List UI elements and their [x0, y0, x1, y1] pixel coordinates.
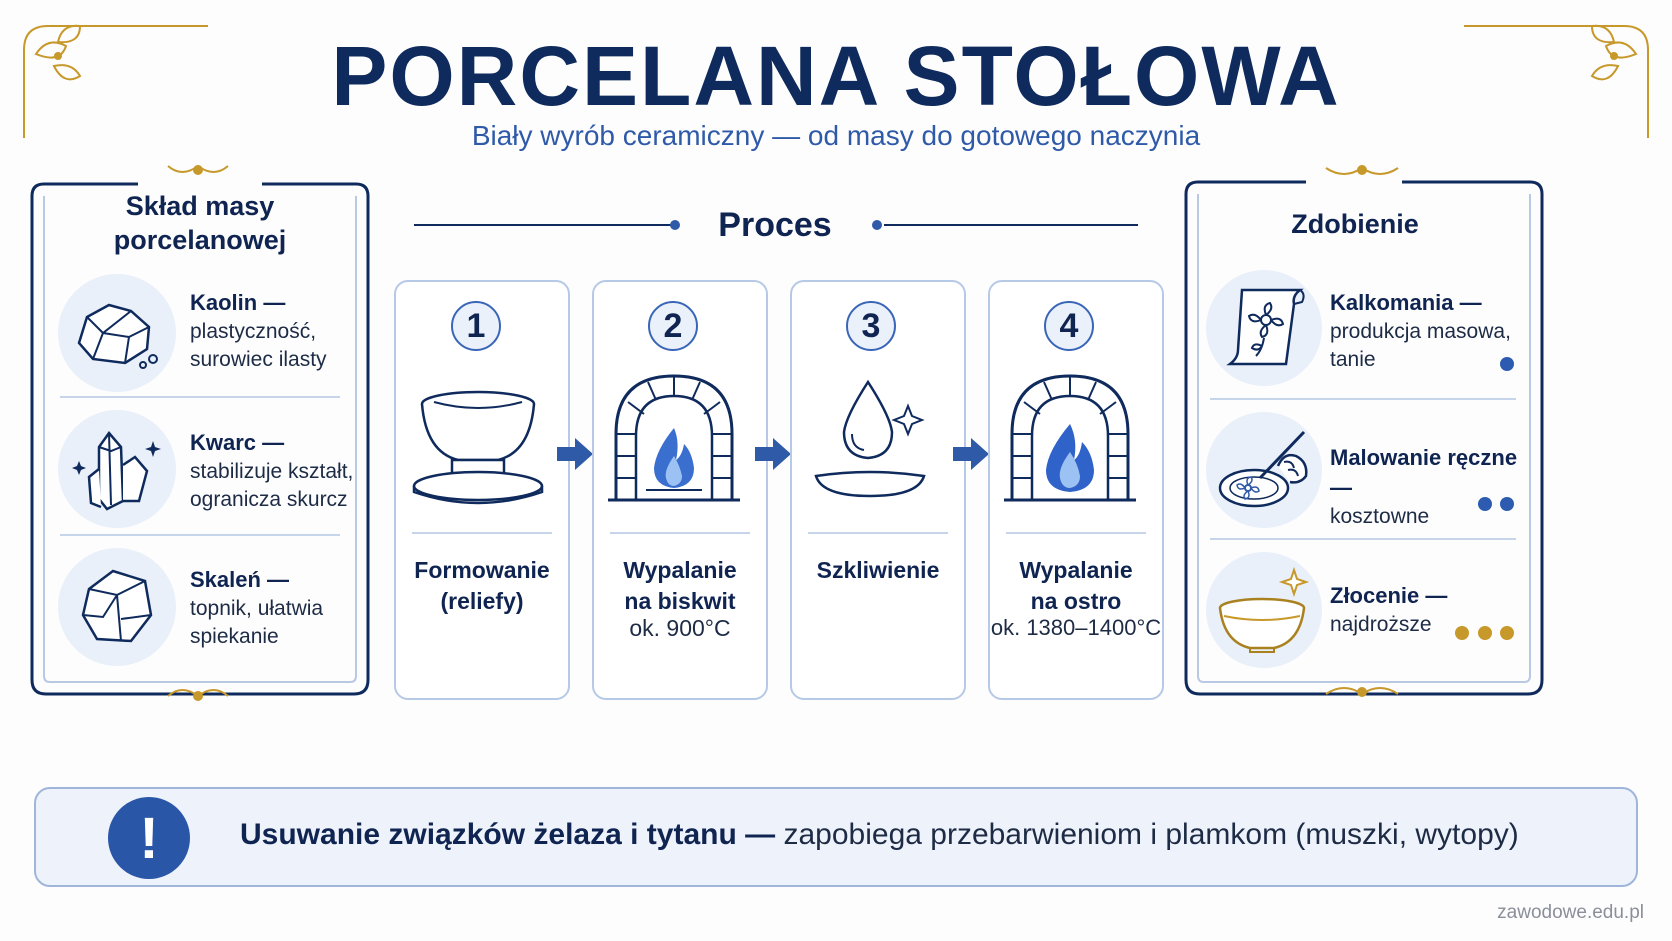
divider [1210, 538, 1516, 540]
composition-item-desc: spiekanie [190, 624, 279, 648]
composition-item-kaolin: Kaolin — plastyczność, surowiec ilasty [190, 288, 360, 374]
composition-item-desc: surowiec ilasty [190, 347, 327, 371]
divider [412, 532, 552, 534]
rock-icon [77, 303, 158, 369]
decoration-item-name: Złocenie — [1330, 583, 1448, 608]
composition-item-name: Kwarc — [190, 430, 285, 455]
composition-item-kwarc: Kwarc — stabilizuje kształt, ogranicza s… [190, 428, 360, 514]
warning-banner-desc: zapobiega przebarwieniom i plamkom (musz… [775, 818, 1519, 851]
decoration-item-desc: produkcja masowa, [1330, 319, 1511, 343]
brush-plate-icon [1218, 430, 1308, 508]
decoration-item-desc: kosztowne [1330, 504, 1430, 528]
composition-item-desc: plastyczność, [190, 319, 317, 343]
step-label-line1: Formowanie [414, 557, 550, 583]
process-title: Proces [718, 206, 832, 244]
page-title: PORCELANA STOŁOWA [331, 29, 1341, 123]
corner-ornament-left [23, 24, 208, 138]
step-label-line1: Szkliwienie [816, 557, 940, 583]
footer-site: zawodowe.edu.pl [1497, 902, 1644, 923]
crystal-icon [72, 430, 161, 511]
corner-ornament-right [1464, 24, 1649, 138]
decoration-item-malowanie: Malowanie ręczne — kosztowne [1330, 443, 1540, 531]
divider [60, 534, 340, 536]
composition-item-desc: stabilizuje kształt, [190, 459, 354, 483]
process-title-dot-right [872, 220, 882, 230]
composition-item-name: Kaolin — [190, 290, 286, 315]
divider [1210, 398, 1516, 400]
kiln-icon [1004, 374, 1136, 502]
step-label: Wypalanie na biskwit [594, 555, 766, 617]
composition-item-skalen: Skaleń — topnik, ułatwia spiekanie [190, 565, 360, 651]
step-label-line1: Wypalanie [623, 557, 737, 583]
glaze-drop-icon [814, 379, 926, 498]
composition-title-line1: Skład masy [125, 191, 275, 221]
process-title-rule-left [414, 224, 674, 226]
gold-bowl-icon [1218, 566, 1310, 653]
arrow-right-icon [557, 438, 593, 470]
composition-title-line2: porcelanowej [113, 224, 287, 255]
cost-dot [1500, 497, 1514, 511]
cost-dot [1500, 626, 1514, 640]
divider [1006, 532, 1146, 534]
composition-title: Skład masy porcelanowej [60, 190, 340, 258]
cost-dot [1478, 497, 1492, 511]
stone-icon [81, 569, 153, 643]
composition-item-skalen-icon-circle [58, 548, 176, 666]
potters-wheel-bowl-icon [412, 390, 544, 505]
kiln-icon [608, 374, 740, 502]
process-title-rule-right [884, 224, 1138, 226]
divider [60, 396, 340, 398]
step-label: Szkliwienie [792, 555, 964, 586]
step-label-line2: (reliefy) [440, 588, 524, 615]
warning-banner [34, 787, 1638, 887]
composition-item-name: Skaleń — [190, 567, 290, 592]
step-label-line1: Wypalanie [1019, 557, 1133, 583]
decoration-panel-frame [1184, 165, 1544, 697]
page-subtitle: Biały wyrób ceramiczny — od masy do goto… [471, 120, 1201, 151]
decoration-item-desc: tanie [1330, 347, 1376, 371]
decoration-title: Zdobienie [1291, 209, 1419, 239]
step-number: 3 [846, 301, 896, 351]
decoration-item-desc: najdroższe [1330, 612, 1432, 636]
composition-item-desc: ogranicza skurcz [190, 487, 348, 511]
warning-banner-text: Usuwanie związków żelaza i tytanu — zapo… [240, 818, 1519, 852]
composition-item-kwarc-icon-circle [58, 410, 176, 528]
exclamation-icon: ! [108, 797, 190, 879]
decoration-item-zlocenie-icon-circle [1206, 552, 1322, 668]
step-number: 2 [648, 301, 698, 351]
composition-item-kaolin-icon-circle [58, 274, 176, 392]
arrow-right-icon [755, 438, 791, 470]
warning-banner-bold: Usuwanie związków żelaza i tytanu — [240, 818, 776, 851]
divider [610, 532, 750, 534]
step-number: 1 [451, 301, 501, 351]
decoration-item-name: Malowanie ręczne — [1330, 445, 1518, 500]
step-label: Formowanie (reliefy) [396, 555, 568, 617]
decoration-item-zlocenie: Złocenie — najdroższe [1330, 581, 1530, 639]
arrow-right-icon [953, 438, 989, 470]
divider [808, 532, 948, 534]
step-temperature: ok. 1380–1400°C [990, 615, 1162, 640]
decoration-item-kalkomania: Kalkomania — produkcja masowa, tanie [1330, 288, 1530, 374]
composition-panel-frame [30, 164, 370, 701]
step-label-line2: na biskwit [624, 588, 736, 615]
step-label: Wypalanie na ostro [990, 555, 1162, 617]
cost-dot [1478, 626, 1492, 640]
cost-dot [1455, 626, 1469, 640]
composition-item-desc: topnik, ułatwia [190, 596, 324, 620]
decoration-item-name: Kalkomania — [1330, 290, 1482, 315]
step-label-line2: na ostro [1030, 588, 1122, 615]
decal-scroll-icon [1226, 288, 1305, 366]
decoration-item-malowanie-icon-circle [1206, 412, 1322, 528]
cost-dot [1500, 357, 1514, 371]
step-number: 4 [1044, 301, 1094, 351]
step-temperature: ok. 900°C [629, 615, 731, 641]
decoration-item-kalkomania-icon-circle [1206, 270, 1322, 386]
process-title-dot-left [670, 220, 680, 230]
